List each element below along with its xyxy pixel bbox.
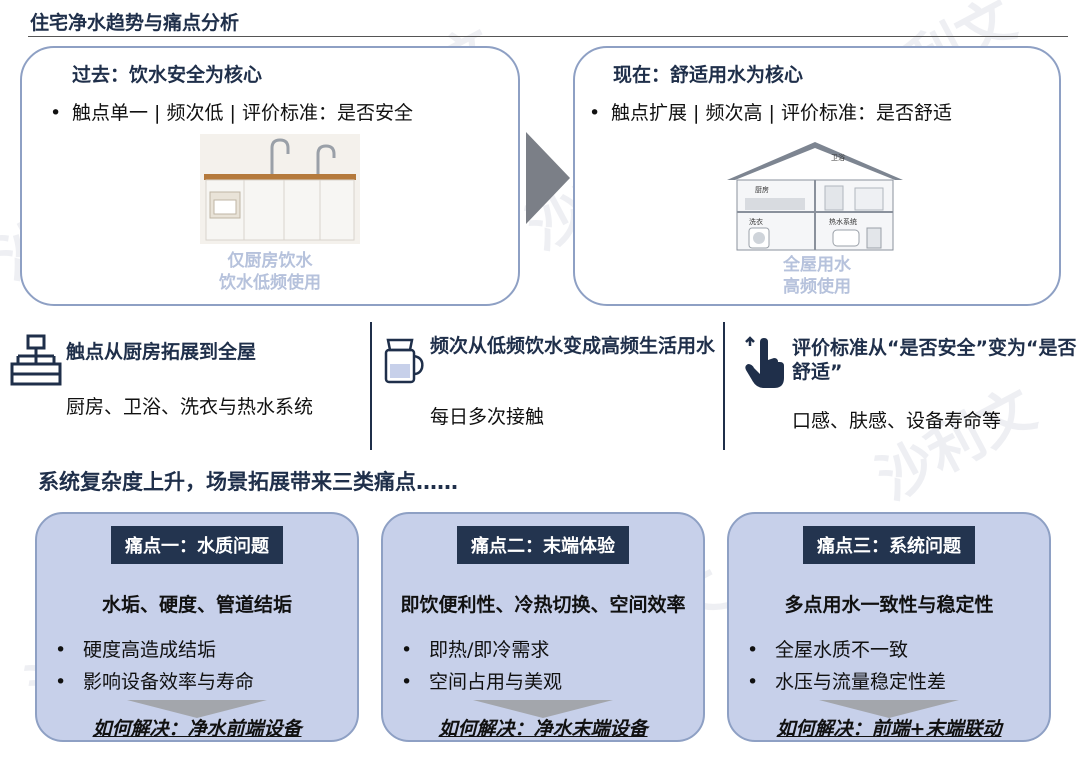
now-title: 现在：舒适用水为核心 xyxy=(613,64,804,86)
past-caption-line2: 饮水低频使用 xyxy=(219,273,321,293)
trend-touchpoint: 触点从厨房拓展到全屋 厨房、卫浴、洗衣与热水系统 xyxy=(8,322,363,452)
list-item-text: 全屋水质不一致 xyxy=(775,639,909,661)
past-bullet: • 触点单一 | 频次低 | 评价标准：是否安全 xyxy=(50,98,413,125)
pain-label: 痛点二：末端体验 xyxy=(457,526,629,564)
bullet-dot: • xyxy=(589,102,601,124)
section-heading: 系统复杂度上升，场景拓展带来三类痛点…… xyxy=(38,470,458,494)
list-item: • 水压与流量稳定性差 xyxy=(747,666,946,698)
org-chart-icon xyxy=(10,334,62,386)
trend-text: 厨房、卫浴、洗衣与热水系统 xyxy=(66,396,314,418)
past-caption-line1: 仅厨房饮水 xyxy=(227,251,313,271)
pain-list: • 即热/即冷需求 • 空间占用与美观 xyxy=(401,634,562,698)
now-caption: 全屋用水 高频使用 xyxy=(575,254,1059,298)
pointer-hand-icon xyxy=(745,336,784,388)
list-item-text: 空间占用与美观 xyxy=(429,671,563,693)
pain-subtitle: 水垢、硬度、管道结垢 xyxy=(101,594,292,616)
down-triangle-icon xyxy=(473,700,613,718)
vertical-divider xyxy=(723,322,725,450)
now-caption-line2: 高频使用 xyxy=(783,277,851,297)
kitchen-sink-illustration xyxy=(200,134,360,244)
pain-card-system: 痛点三：系统问题 多点用水一致性与稳定性 • 全屋水质不一致 • 水压与流量稳定性差… xyxy=(727,512,1051,742)
bullet-dot: • xyxy=(55,639,67,661)
pain-solution: 如何解决：净水末端设备 xyxy=(438,718,648,740)
house-illustration: 厨房 卫浴 洗衣 热水系统 xyxy=(727,142,903,251)
down-triangle-icon xyxy=(819,700,959,718)
now-bullet-text: 触点扩展 | 频次高 | 评价标准：是否舒适 xyxy=(611,102,952,124)
list-item: • 空间占用与美观 xyxy=(401,666,562,698)
bullet-dot: • xyxy=(55,671,67,693)
pain-solution: 如何解决：前端+末端联动 xyxy=(776,718,1002,740)
pain-label: 痛点一：水质问题 xyxy=(111,526,283,564)
list-item: • 全屋水质不一致 xyxy=(747,634,946,666)
house-label-laundry: 洗衣 xyxy=(749,217,763,226)
pain-label: 痛点三：系统问题 xyxy=(803,526,975,564)
page-title: 住宅净水趋势与痛点分析 xyxy=(30,12,240,34)
now-caption-line1: 全屋用水 xyxy=(783,255,851,275)
vertical-divider xyxy=(370,322,372,450)
list-item: • 影响设备效率与寿命 xyxy=(55,666,254,698)
past-caption: 仅厨房饮水 饮水低频使用 xyxy=(22,250,518,294)
trend-head: 频次从低频饮水变成高频生活用水 xyxy=(430,335,716,357)
now-bullet: • 触点扩展 | 频次高 | 评价标准：是否舒适 xyxy=(589,98,952,125)
pain-solution: 如何解决：净水前端设备 xyxy=(92,718,302,740)
list-item-text: 硬度高造成结垢 xyxy=(83,639,217,661)
water-pitcher-icon xyxy=(384,338,424,384)
trend-head: 评价标准从“是否安全”变为“是否舒适” xyxy=(792,337,1077,383)
house-label-hotwater: 热水系统 xyxy=(829,217,857,226)
trend-text: 每日多次接触 xyxy=(430,406,545,428)
bullet-dot: • xyxy=(401,671,413,693)
trend-text: 口感、肤感、设备寿命等 xyxy=(792,410,1002,432)
bullet-dot: • xyxy=(747,671,759,693)
trend-head: 触点从厨房拓展到全屋 xyxy=(66,341,257,363)
pain-list: • 全屋水质不一致 • 水压与流量稳定性差 xyxy=(747,634,946,698)
list-item: • 硬度高造成结垢 xyxy=(55,634,254,666)
bullet-dot: • xyxy=(401,639,413,661)
past-panel: 过去：饮水安全为核心 • 触点单一 | 频次低 | 评价标准：是否安全 仅厨房饮水… xyxy=(20,46,520,306)
past-bullet-text: 触点单一 | 频次低 | 评价标准：是否安全 xyxy=(72,102,413,124)
trend-frequency: 频次从低频饮水变成高频生活用水 每日多次接触 xyxy=(378,322,718,452)
transition-arrow-icon xyxy=(526,132,570,224)
pain-subtitle: 多点用水一致性与稳定性 xyxy=(784,594,994,616)
list-item: • 即热/即冷需求 xyxy=(401,634,562,666)
house-label-kitchen: 厨房 xyxy=(755,185,769,194)
bullet-dot: • xyxy=(50,102,62,124)
title-divider xyxy=(28,36,1068,37)
house-label-bath: 卫浴 xyxy=(831,153,845,162)
pain-card-water-quality: 痛点一：水质问题 水垢、硬度、管道结垢 •硬度高造成结垢 •影响设备效率与寿命 … xyxy=(35,512,359,742)
pain-subtitle: 即饮便利性、冷热切换、空间效率 xyxy=(400,594,686,616)
bullet-dot: • xyxy=(747,639,759,661)
pain-list: • 硬度高造成结垢 • 影响设备效率与寿命 xyxy=(55,634,254,698)
trend-criteria: 评价标准从“是否安全”变为“是否舒适” 口感、肤感、设备寿命等 xyxy=(738,322,1078,452)
list-item-text: 即热/即冷需求 xyxy=(429,639,550,661)
down-triangle-icon xyxy=(127,700,267,718)
list-item-text: 水压与流量稳定性差 xyxy=(775,671,947,693)
past-title: 过去：饮水安全为核心 xyxy=(72,64,263,86)
pain-card-terminal-experience: 痛点二：末端体验 即饮便利性、冷热切换、空间效率 • 即热/即冷需求 • 空间占用与… xyxy=(381,512,705,742)
list-item-text: 影响设备效率与寿命 xyxy=(83,671,255,693)
now-panel: 现在：舒适用水为核心 • 触点扩展 | 频次高 | 评价标准：是否舒适 厨房 卫浴… xyxy=(573,46,1061,306)
